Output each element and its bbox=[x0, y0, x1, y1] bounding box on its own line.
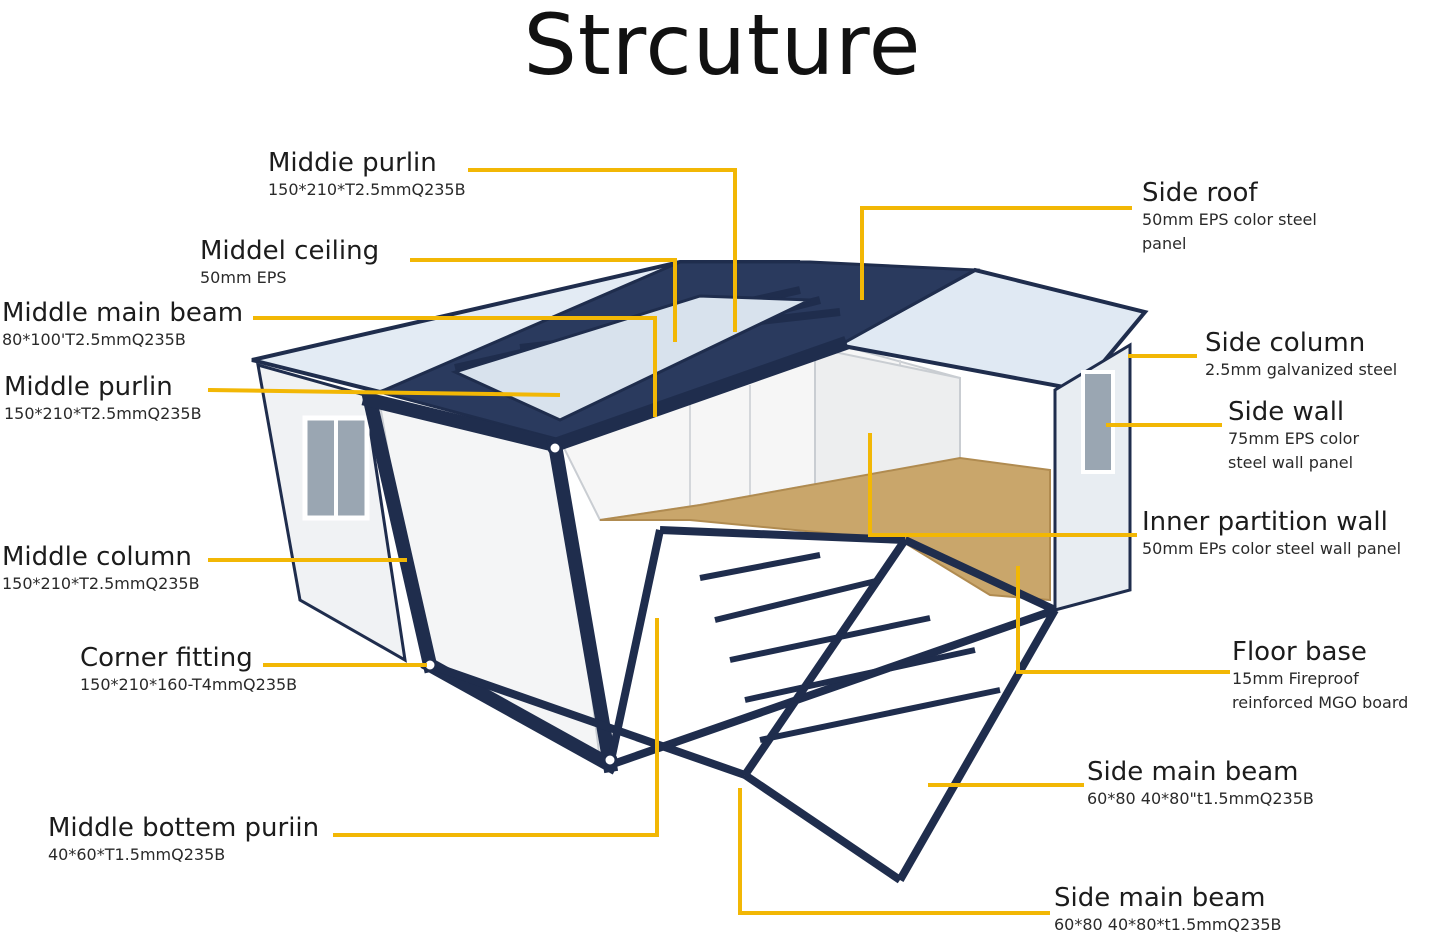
floor-frame-crossbars bbox=[699, 552, 1001, 743]
label-middel-ceiling: Middel ceiling 50mm EPS bbox=[200, 236, 379, 290]
label-spec: 50mm EPS bbox=[200, 268, 287, 287]
leader-lines bbox=[207, 168, 1230, 915]
label-inner-partition-wall: Inner partition wall 50mm EPs color stee… bbox=[1142, 507, 1401, 561]
label-name: Middle main beam bbox=[2, 298, 244, 328]
label-side-roof: Side roof 50mm EPS color steel panel bbox=[1142, 178, 1317, 256]
leader-middie-purlin bbox=[468, 168, 737, 332]
leader-middle-main-beam bbox=[253, 316, 657, 417]
middle-ceiling-panel bbox=[450, 294, 811, 422]
leader-floor-base bbox=[1016, 566, 1230, 674]
label-name: Middle purlin bbox=[4, 372, 173, 402]
label-name: Middle bottem puriin bbox=[48, 813, 320, 843]
label-spec: 150*210*T2.5mmQ235B bbox=[2, 574, 200, 593]
leader-middle-purlin bbox=[207, 387, 561, 398]
label-spec: 150*210*T2.5mmQ235B bbox=[268, 180, 466, 199]
leader-middle-bottem-purlin bbox=[333, 618, 659, 837]
label-side-column: Side column 2.5mm galvanized steel bbox=[1205, 328, 1397, 382]
label-spec: 15mm Fireproof bbox=[1232, 669, 1359, 688]
label-middie-purlin: Middie purlin 150*210*T2.5mmQ235B bbox=[268, 148, 466, 202]
leader-side-main-beam-lower bbox=[738, 788, 1050, 915]
label-name: Middle column bbox=[2, 542, 192, 572]
label-side-wall: Side wall 75mm EPS color steel wall pane… bbox=[1228, 397, 1359, 475]
frame-members bbox=[361, 336, 849, 775]
label-spec: 50mm EPS color steel bbox=[1142, 210, 1317, 229]
label-middle-main-beam: Middle main beam 80*100'T2.5mmQ235B bbox=[2, 298, 243, 352]
label-middle-purlin: Middle purlin 150*210*T2.5mmQ235B bbox=[4, 372, 202, 426]
label-name: Side wall bbox=[1228, 397, 1345, 427]
label-name: Side roof bbox=[1142, 178, 1258, 208]
label-middle-bottem-purlin: Middle bottem puriin 40*60*T1.5mmQ235B bbox=[48, 813, 319, 867]
label-spec: 40*60*T1.5mmQ235B bbox=[48, 845, 226, 864]
label-corner-fitting: Corner fitting 150*210*160-T4mmQ235B bbox=[80, 643, 297, 697]
label-name: Middie purlin bbox=[268, 148, 437, 178]
leader-middel-ceiling bbox=[410, 258, 677, 342]
label-spec-line-2: steel wall panel bbox=[1228, 453, 1354, 472]
label-floor-base: Floor base 15mm Fireproof reinforced MGO… bbox=[1232, 637, 1408, 715]
label-spec-line-2: panel bbox=[1142, 234, 1187, 253]
label-name: Side main beam bbox=[1087, 757, 1299, 787]
leader-side-roof bbox=[860, 206, 1132, 300]
label-name: Middel ceiling bbox=[200, 236, 380, 266]
label-spec: 60*80 40*80*t1.5mmQ235B bbox=[1054, 915, 1282, 934]
page-title: Strcuture bbox=[523, 0, 922, 94]
label-spec: 2.5mm galvanized steel bbox=[1205, 360, 1398, 379]
label-spec: 75mm EPS color bbox=[1228, 429, 1360, 448]
label-spec: 150*210*160-T4mmQ235B bbox=[80, 675, 298, 694]
label-name: Inner partition wall bbox=[1142, 507, 1388, 537]
label-name: Floor base bbox=[1232, 637, 1367, 667]
label-spec: 150*210*T2.5mmQ235B bbox=[4, 404, 202, 423]
label-side-main-beam-upper: Side main beam 60*80 40*80"t1.5mmQ235B bbox=[1087, 757, 1314, 811]
label-name: Side column bbox=[1205, 328, 1366, 358]
label-spec-line-2: reinforced MGO board bbox=[1232, 693, 1409, 712]
label-middle-column: Middle column 150*210*T2.5mmQ235B bbox=[2, 542, 200, 596]
label-spec: 50mm EPs color steel wall panel bbox=[1142, 539, 1402, 558]
label-name: Side main beam bbox=[1054, 883, 1266, 913]
label-side-main-beam-lower: Side main beam 60*80 40*80*t1.5mmQ235B bbox=[1054, 883, 1282, 937]
label-spec: 80*100'T2.5mmQ235B bbox=[2, 330, 186, 349]
floor-board bbox=[599, 456, 1051, 602]
label-name: Corner fitting bbox=[80, 643, 253, 673]
leader-inner-partition-wall bbox=[868, 433, 1137, 537]
label-spec: 60*80 40*80"t1.5mmQ235B bbox=[1087, 789, 1314, 808]
